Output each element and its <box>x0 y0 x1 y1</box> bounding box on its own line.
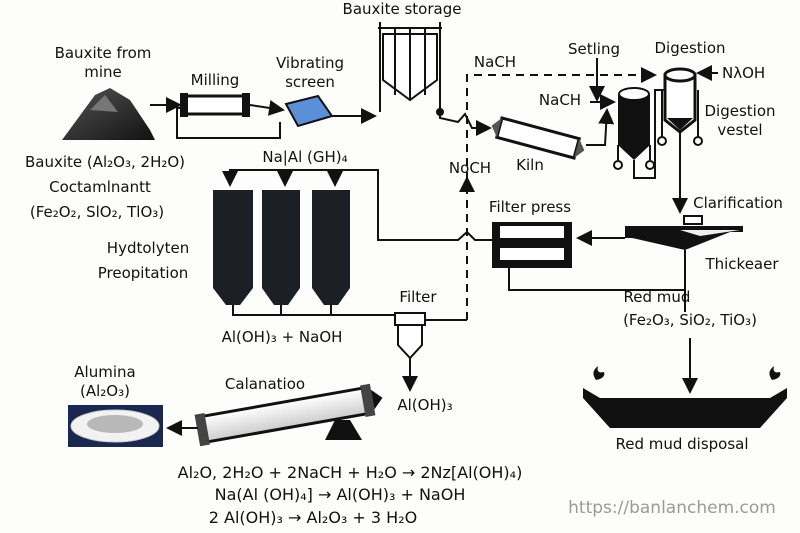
arrow-kiln-to-settling <box>586 108 615 146</box>
filter-press-icon <box>492 222 572 268</box>
precipitation-label-2: Preopitation <box>98 264 189 282</box>
alumina-formula-label: (Al₂O₃) <box>80 382 130 400</box>
red-mud-label: Red mud <box>624 288 691 306</box>
bauxite-from-mine-label-2: mine <box>84 63 122 81</box>
equation-calcination: 2 Al(OH)₃ → Al₂O₃ + 3 H₂O <box>209 508 417 527</box>
bauxite-from-mine-label: Bauxite from <box>55 44 152 62</box>
aluminium-hydroxide-label: Al(OH)₃ <box>397 396 452 414</box>
bauxite-storage-label: Bauxite storage <box>343 0 462 18</box>
equation-digestion: Al₂O, 2H₂O + 2NaCH + H₂O → 2Nz[Al(OH)₄) <box>178 463 523 482</box>
clarification-label: Clarification <box>693 194 783 212</box>
red-mud-disposal-label: Red mud disposal <box>615 435 748 453</box>
naoh-settling-label: NaCH <box>539 91 581 109</box>
filter-icon <box>394 312 426 360</box>
calcination-kiln-icon <box>194 383 383 447</box>
settling-tank-icon <box>613 87 665 179</box>
digestion-vessel-label-2: vestel <box>717 121 762 139</box>
alumina-label: Alumina <box>74 363 135 381</box>
filter-label: Filter <box>399 288 437 306</box>
digestion-label: Digestion <box>654 39 725 57</box>
naoh-recycle-line <box>466 67 657 320</box>
alumina-dish-icon <box>68 405 163 447</box>
filter-press-label: Filter press <box>489 198 571 216</box>
vibrating-screen-label: Vibrating <box>276 54 344 72</box>
settling-label: Setling <box>568 40 620 58</box>
equation-precipitation: Na(Al (OH)₄] → Al(OH)₃ + NaOH <box>215 485 466 504</box>
screen-recycle-line <box>176 107 281 139</box>
digestion-vessel-icon <box>657 67 703 146</box>
liquor-to-precipitation-line <box>222 169 492 241</box>
thickener-icon <box>625 215 743 250</box>
kiln-icon <box>491 116 585 160</box>
precipitation-silos-icon <box>213 190 411 320</box>
milling-label: Milling <box>191 71 240 89</box>
bauxite-storage-silo-icon <box>378 22 444 116</box>
precipitation-label: Hydtolyten <box>107 239 189 257</box>
naoh-digestion-label: NλOH <box>722 64 765 82</box>
watermark: https://banlanchem.com <box>568 498 776 518</box>
calcination-label: Calanatioo <box>225 375 305 393</box>
bauxite-pile-icon <box>62 88 155 140</box>
digestion-vessel-label: Digestion <box>704 102 775 120</box>
arrow-mill-to-screen <box>249 99 285 116</box>
precipitation-products-label: Al(OH)₃ + NaOH <box>222 328 343 346</box>
vibrating-screen-label-2: screen <box>285 73 335 91</box>
bauxite-composition-line-2: Coctamlnantt <box>49 178 151 196</box>
mill-icon <box>180 93 250 117</box>
kiln-label: Kiln <box>516 156 544 174</box>
red-mud-disposal-pond-icon <box>583 366 787 428</box>
red-mud-composition-label: (Fe₂O₃, SiO₂, TiO₃) <box>623 311 757 329</box>
naoh-top-label: NaCH <box>474 53 516 71</box>
thickener-label: Thickeaer <box>704 255 779 273</box>
arrow-storage-to-kiln <box>439 112 492 136</box>
filter-press-to-red-mud-line <box>508 268 685 291</box>
bauxite-composition-line-3: (Fe₂O₂, SlO₂, TlO₃) <box>30 203 164 221</box>
bauxite-composition-line-1: Bauxite (Al₂O₃, 2H₂O) <box>25 153 185 171</box>
naoh-return-label: NoCH <box>449 159 491 177</box>
vibrating-screen-icon <box>284 94 334 128</box>
sodium-aluminate-label: Na|Al (GH)₄ <box>262 148 347 166</box>
